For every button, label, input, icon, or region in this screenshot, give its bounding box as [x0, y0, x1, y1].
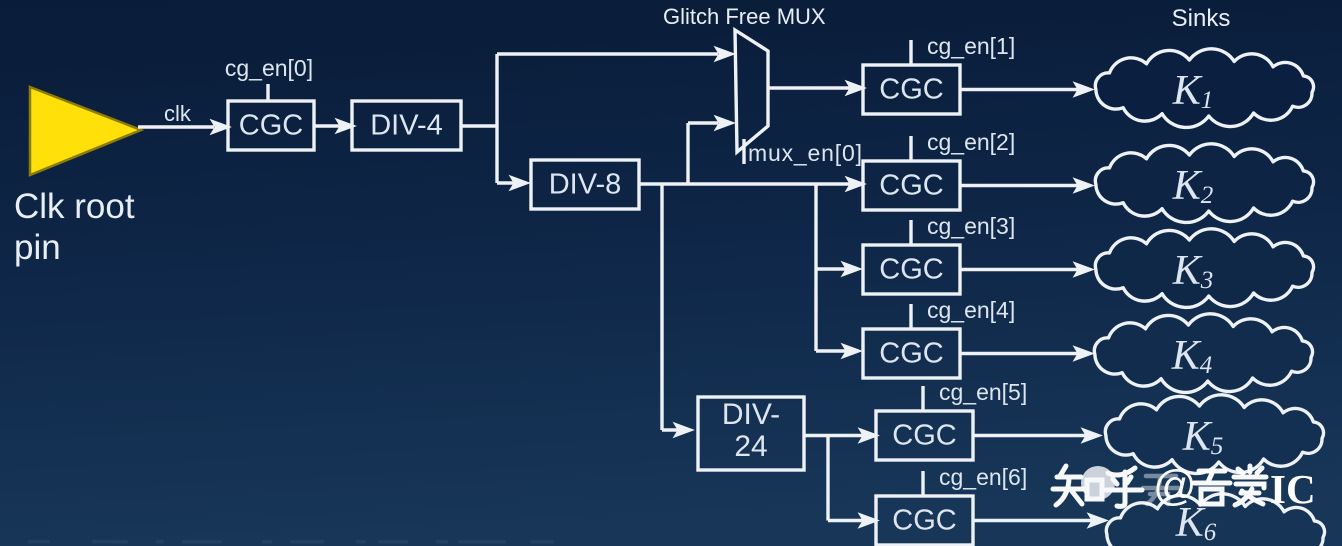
- svg-text:cg_en[2]: cg_en[2]: [927, 129, 1015, 155]
- svg-text:@: @: [1153, 462, 1197, 510]
- svg-text:cg_en[3]: cg_en[3]: [927, 213, 1015, 239]
- svg-text:CGC: CGC: [879, 254, 943, 286]
- svg-text:Clk root: Clk root: [14, 187, 135, 226]
- svg-text:CGC: CGC: [879, 338, 943, 370]
- svg-text:cg_en[1]: cg_en[1]: [927, 33, 1015, 59]
- svg-text:pin: pin: [14, 228, 61, 267]
- svg-text:cg_en[0]: cg_en[0]: [225, 55, 313, 81]
- svg-text:cg_en[5]: cg_en[5]: [939, 379, 1027, 405]
- svg-text:clk: clk: [164, 101, 192, 126]
- svg-text:IC: IC: [1270, 466, 1316, 512]
- svg-text:DIV-8: DIV-8: [549, 169, 622, 201]
- svg-text:Sinks: Sinks: [1172, 5, 1231, 32]
- svg-text:24: 24: [734, 430, 767, 463]
- svg-text:CGC: CGC: [239, 110, 303, 142]
- svg-text:cg_en[6]: cg_en[6]: [939, 464, 1027, 490]
- svg-text:CGC: CGC: [892, 505, 956, 537]
- svg-text:cg_en[4]: cg_en[4]: [927, 297, 1015, 323]
- svg-text:CGC: CGC: [879, 170, 943, 202]
- svg-text:DIV-4: DIV-4: [370, 110, 443, 142]
- svg-text:DIV-: DIV-: [722, 398, 780, 431]
- svg-text:CGC: CGC: [879, 74, 943, 106]
- svg-text:Glitch Free MUX: Glitch Free MUX: [663, 4, 826, 29]
- svg-text:mux_en[0]: mux_en[0]: [748, 140, 862, 166]
- svg-text:CGC: CGC: [892, 420, 956, 452]
